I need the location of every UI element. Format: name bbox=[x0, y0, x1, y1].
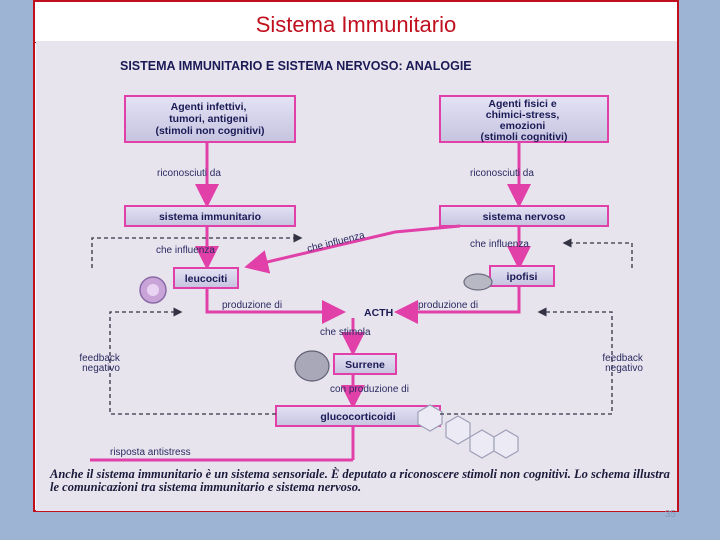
stimulates-label: che stimola bbox=[320, 327, 371, 338]
right-source-line-2: chimici-stress, bbox=[486, 109, 560, 121]
adrenal-gland-icon bbox=[294, 350, 330, 382]
right-production-label: produzione di bbox=[418, 300, 478, 311]
right-recognized-label: riconosciuti da bbox=[470, 168, 534, 179]
nervous-system-box bbox=[439, 205, 609, 227]
feedback-right-label: feedback negativo bbox=[602, 353, 645, 374]
dashed-right-feedback bbox=[440, 307, 613, 415]
dashed-right-top bbox=[562, 238, 633, 268]
immune-influence-label: che influenza bbox=[156, 245, 215, 256]
feedback-right-line-1: feedback bbox=[602, 353, 644, 364]
left-source-text: Agenti infettivi, tumori, antigeni (stim… bbox=[155, 101, 264, 137]
acth-label: ACTH bbox=[364, 307, 393, 319]
right-source-line-4: (stimoli cognitivi) bbox=[481, 131, 568, 143]
adrenal-label: Surrene bbox=[345, 359, 385, 371]
feedback-left-line-2: negativo bbox=[82, 363, 120, 374]
left-recognized-label: riconosciuti da bbox=[157, 168, 221, 179]
leukocytes-label: leucociti bbox=[185, 273, 228, 285]
steroid-molecule-icon bbox=[417, 404, 519, 459]
adrenal-box bbox=[333, 353, 397, 375]
right-source-line-3: emozioni bbox=[500, 120, 546, 132]
pituitary-box bbox=[489, 265, 555, 287]
response-label: risposta antistress bbox=[110, 447, 191, 458]
arrow-cross-influence bbox=[244, 224, 461, 274]
feedback-left-label: feedback negativo bbox=[79, 353, 122, 374]
page-number: 35 bbox=[664, 509, 676, 520]
figure-caption: Anche il sistema immunitario è un sistem… bbox=[50, 467, 670, 494]
right-source-box bbox=[439, 95, 609, 143]
right-source-line-1: Agenti fisici e bbox=[488, 98, 556, 110]
immune-system-label: sistema immunitario bbox=[159, 211, 261, 223]
left-source-box bbox=[124, 95, 296, 143]
glucocorticoids-label: glucocorticoidi bbox=[320, 411, 395, 423]
immune-system-box bbox=[124, 205, 296, 227]
right-source-text: Agenti fisici e chimici-stress, emozioni… bbox=[481, 98, 568, 143]
nervous-influence-label: che influenza bbox=[470, 239, 529, 250]
left-production-label: produzione di bbox=[222, 300, 282, 311]
left-source-line-1: Agenti infettivi, bbox=[171, 101, 247, 113]
leukocyte-nucleus-icon bbox=[147, 284, 159, 296]
left-source-line-2: tumori, antigeni bbox=[169, 113, 248, 125]
feedback-right-line-2: negativo bbox=[605, 363, 643, 374]
diagram-heading: SISTEMA IMMUNITARIO E SISTEMA NERVOSO: A… bbox=[120, 59, 472, 73]
arrow-pituitary-to-acth bbox=[394, 286, 521, 324]
pituitary-gland-icon bbox=[463, 273, 493, 291]
feedback-left-line-1: feedback bbox=[79, 353, 121, 364]
dashed-left-top bbox=[91, 233, 303, 268]
pituitary-label: ipofisi bbox=[507, 271, 538, 283]
dashed-left-feedback bbox=[109, 307, 276, 415]
left-source-line-3: (stimoli non cognitivi) bbox=[155, 125, 264, 137]
with-production-label: con produzione di bbox=[330, 384, 409, 395]
arrow-leuko-to-acth bbox=[205, 288, 346, 324]
nervous-system-label: sistema nervoso bbox=[483, 211, 566, 223]
cross-influence-label: che influenza bbox=[306, 230, 366, 255]
